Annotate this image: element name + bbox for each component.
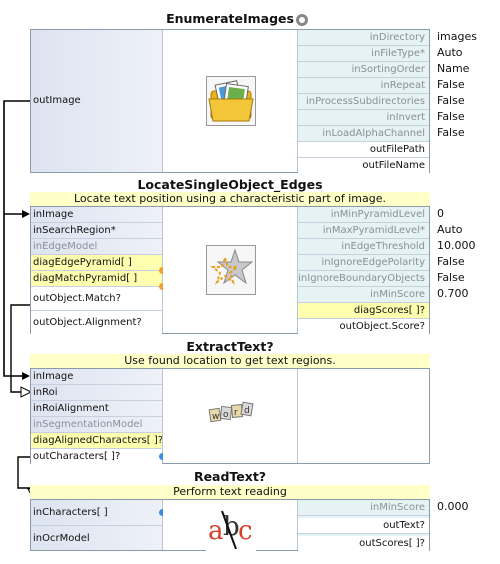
port-diagedgepyramid[interactable]: diagEdgePyramid[ ]: [31, 255, 162, 271]
svg-text:d: d: [244, 406, 250, 416]
tool-title-extract[interactable]: ExtractText?: [30, 339, 430, 354]
svg-text:a: a: [208, 516, 224, 546]
value-inignoreedgepolarity[interactable]: False: [437, 255, 465, 268]
param-column: inDirectory inFileType* inSortingOrder i…: [297, 30, 429, 174]
svg-text:r: r: [234, 408, 238, 418]
port-outobject-alignment[interactable]: outObject.Alignment?: [31, 311, 162, 335]
port-inocrmodel[interactable]: inOcrModel: [33, 533, 90, 544]
port-diagscores[interactable]: diagScores[ ]?: [298, 303, 429, 319]
folder-images-icon: [206, 76, 256, 126]
arrow-inroi: [20, 386, 33, 398]
input-column: inImage inSearchRegion* inEdgeModel diag…: [31, 207, 163, 335]
port-outcharacters[interactable]: outCharacters[ ]?: [31, 449, 162, 465]
wire-image: [3, 100, 30, 377]
port-outfilename[interactable]: outFileName: [298, 158, 429, 174]
value-inignoreboundaryobjects[interactable]: False: [437, 271, 465, 284]
wire-match: [10, 304, 30, 393]
input-column: inCharacters[ ] inOcrModel: [31, 500, 163, 550]
port-incharacters[interactable]: inCharacters[ ]: [31, 500, 162, 526]
value-inminscore[interactable]: 0.700: [437, 287, 469, 300]
tool-box-enumerate[interactable]: outImage inDirectory inFileType* inSorti…: [30, 29, 430, 174]
preview-area: [163, 207, 297, 333]
param-inmaxpyramidlevel[interactable]: inMaxPyramidLevel*: [298, 223, 429, 239]
tool-description-locate: Locate text position using a characteris…: [30, 192, 430, 206]
input-column: inImage inRoi inRoiAlignment inSegmentat…: [31, 369, 163, 465]
port-outfilepath[interactable]: outFilePath: [298, 142, 429, 158]
tool-box-extract[interactable]: inImage inRoi inRoiAlignment inSegmentat…: [30, 368, 430, 465]
param-inloadalphachannel[interactable]: inLoadAlphaChannel: [298, 126, 429, 142]
value-insortingorder[interactable]: Name: [437, 62, 470, 75]
port-inroialignment[interactable]: inRoiAlignment: [31, 401, 162, 417]
param-inignoreedgepolarity[interactable]: inIgnoreEdgePolarity: [298, 255, 429, 271]
preview-area: [163, 30, 297, 172]
tool-box-locate[interactable]: inImage inSearchRegion* inEdgeModel diag…: [30, 206, 430, 335]
param-inprocesssubdirectories[interactable]: inProcessSubdirectories: [298, 94, 429, 110]
gear-icon[interactable]: [296, 14, 308, 26]
value-inprocesssubdirectories[interactable]: False: [437, 94, 465, 107]
tool-description-extract: Use found location to get text regions.: [30, 354, 430, 368]
port-outobject-score[interactable]: outObject.Score?: [298, 319, 429, 335]
tool-title-enumerate[interactable]: EnumerateImages: [30, 11, 430, 26]
value-inmaxpyramidlevel[interactable]: Auto: [437, 223, 463, 236]
param-inminpyramidlevel[interactable]: inMinPyramidLevel: [298, 207, 429, 223]
connection-indicator-icon: [159, 453, 166, 460]
param-inminscore[interactable]: inMinScore: [298, 287, 429, 303]
port-outobject-match[interactable]: outObject.Match?: [31, 287, 162, 311]
tool-title-text: EnumerateImages: [166, 11, 294, 26]
value-ininvert[interactable]: False: [437, 110, 465, 123]
preview-area: a b c: [163, 500, 297, 551]
input-column: outImage: [31, 30, 163, 172]
svg-text:w: w: [212, 412, 219, 422]
svg-text:b: b: [223, 512, 240, 542]
tool-title-read[interactable]: ReadText?: [30, 469, 430, 484]
tool-title-locate[interactable]: LocateSingleObject_Edges: [30, 177, 430, 192]
value-inminpyramidlevel[interactable]: 0: [437, 207, 444, 220]
param-ininvert[interactable]: inInvert: [298, 110, 429, 126]
connection-indicator-icon: [159, 509, 166, 516]
svg-text:o: o: [223, 410, 229, 420]
param-infiletype[interactable]: inFileType*: [298, 46, 429, 62]
param-column: inMinPyramidLevel inMaxPyramidLevel* inE…: [297, 207, 429, 335]
arrow-inimage-locate: [22, 210, 30, 218]
arrow-inimage-extract: [22, 372, 30, 380]
param-inrepeat[interactable]: inRepeat: [298, 78, 429, 94]
port-inimage[interactable]: inImage: [31, 207, 162, 223]
tool-title-text: LocateSingleObject_Edges: [137, 177, 323, 192]
port-diagmatchpyramid[interactable]: diagMatchPyramid[ ]: [31, 271, 162, 287]
value-inloadalphachannel[interactable]: False: [437, 126, 465, 139]
preview-area: w o r d: [163, 369, 297, 463]
abc-icon: a b c: [206, 501, 256, 551]
value-indirectory[interactable]: images: [437, 30, 477, 43]
tool-box-read[interactable]: inCharacters[ ] inOcrModel a b c inMinSc…: [30, 499, 430, 552]
param-inedgethreshold[interactable]: inEdgeThreshold: [298, 239, 429, 255]
tool-description-read: Perform text reading: [30, 485, 430, 499]
param-column: inMinScore outText? outScores[ ]?: [297, 500, 429, 552]
port-outtext[interactable]: outText?: [298, 518, 429, 534]
value-inedgethreshold[interactable]: 10.000: [437, 239, 476, 252]
param-inminscore[interactable]: inMinScore: [298, 500, 429, 516]
port-outscores[interactable]: outScores[ ]?: [298, 536, 429, 552]
svg-text:c: c: [238, 516, 253, 546]
port-insearchregion[interactable]: inSearchRegion*: [31, 223, 162, 239]
diag-indicator-icon: [159, 283, 166, 290]
port-insegmentationmodel[interactable]: inSegmentationModel: [31, 417, 162, 433]
param-insortingorder[interactable]: inSortingOrder: [298, 62, 429, 78]
param-inignoreboundaryobjects[interactable]: inIgnoreBoundaryObjects: [298, 271, 429, 287]
star-icon: [206, 245, 256, 295]
port-inimage[interactable]: inImage: [31, 369, 162, 385]
value-inrepeat[interactable]: False: [437, 78, 465, 91]
word-tiles-icon: w o r d: [206, 389, 256, 439]
tool-title-text: ExtractText?: [186, 339, 274, 354]
port-diagalignedcharacters[interactable]: diagAlignedCharacters[ ]?: [31, 433, 162, 449]
port-inroi[interactable]: inRoi: [31, 385, 162, 401]
param-column: [297, 369, 429, 463]
tool-title-text: ReadText?: [193, 469, 267, 484]
port-inedgemodel[interactable]: inEdgeModel: [31, 239, 162, 255]
value-infiletype[interactable]: Auto: [437, 46, 463, 59]
diag-indicator-icon: [159, 267, 166, 274]
value-inminscore[interactable]: 0.000: [437, 500, 469, 513]
port-outimage[interactable]: outImage: [33, 95, 81, 106]
param-indirectory[interactable]: inDirectory: [298, 30, 429, 46]
